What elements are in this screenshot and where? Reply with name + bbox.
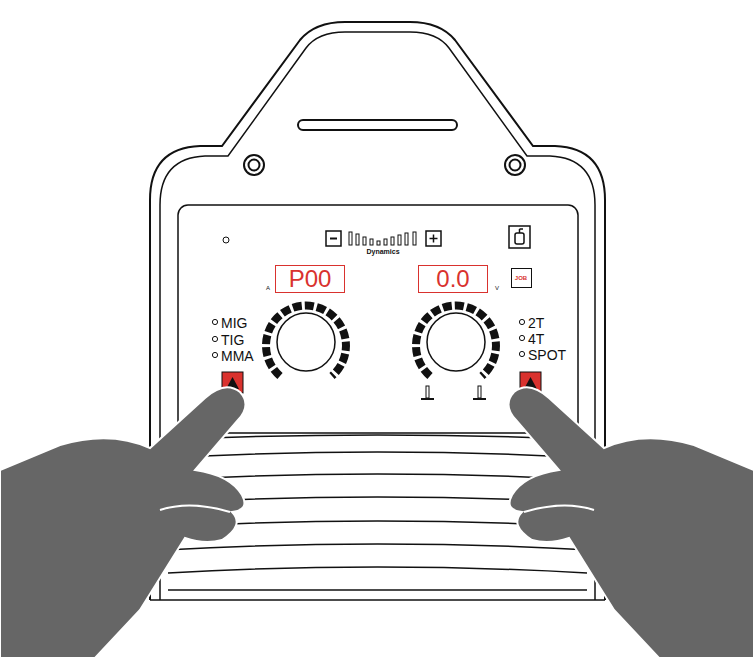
trigger-label: SPOT	[528, 348, 566, 362]
display-text: P00	[289, 267, 332, 291]
scale-caption: Dynamics	[366, 248, 399, 255]
voltage-display: 0.0	[418, 265, 488, 293]
inductance-icon	[421, 386, 486, 399]
hand	[0, 387, 754, 658]
power-led	[223, 237, 229, 243]
select-button	[222, 372, 541, 393]
current-display: P00	[275, 265, 345, 293]
screw	[244, 155, 525, 175]
trigger-label: 2T	[528, 316, 544, 330]
gas-test-button	[509, 226, 530, 248]
mode-label: TIG	[221, 333, 244, 347]
handle-slot	[298, 120, 457, 130]
dynamics-scale	[326, 231, 441, 246]
right-knob	[416, 306, 496, 376]
mode-label: MMA	[221, 349, 254, 363]
left-knob	[266, 306, 346, 376]
trigger-label: 4T	[528, 332, 544, 346]
job-button: JOB	[511, 268, 532, 288]
mode-label: MIG	[221, 316, 247, 330]
display-text: 0.0	[436, 267, 469, 291]
display-text: JOB	[515, 275, 527, 281]
unit-label: A	[266, 285, 270, 291]
unit-label: V	[495, 285, 499, 291]
